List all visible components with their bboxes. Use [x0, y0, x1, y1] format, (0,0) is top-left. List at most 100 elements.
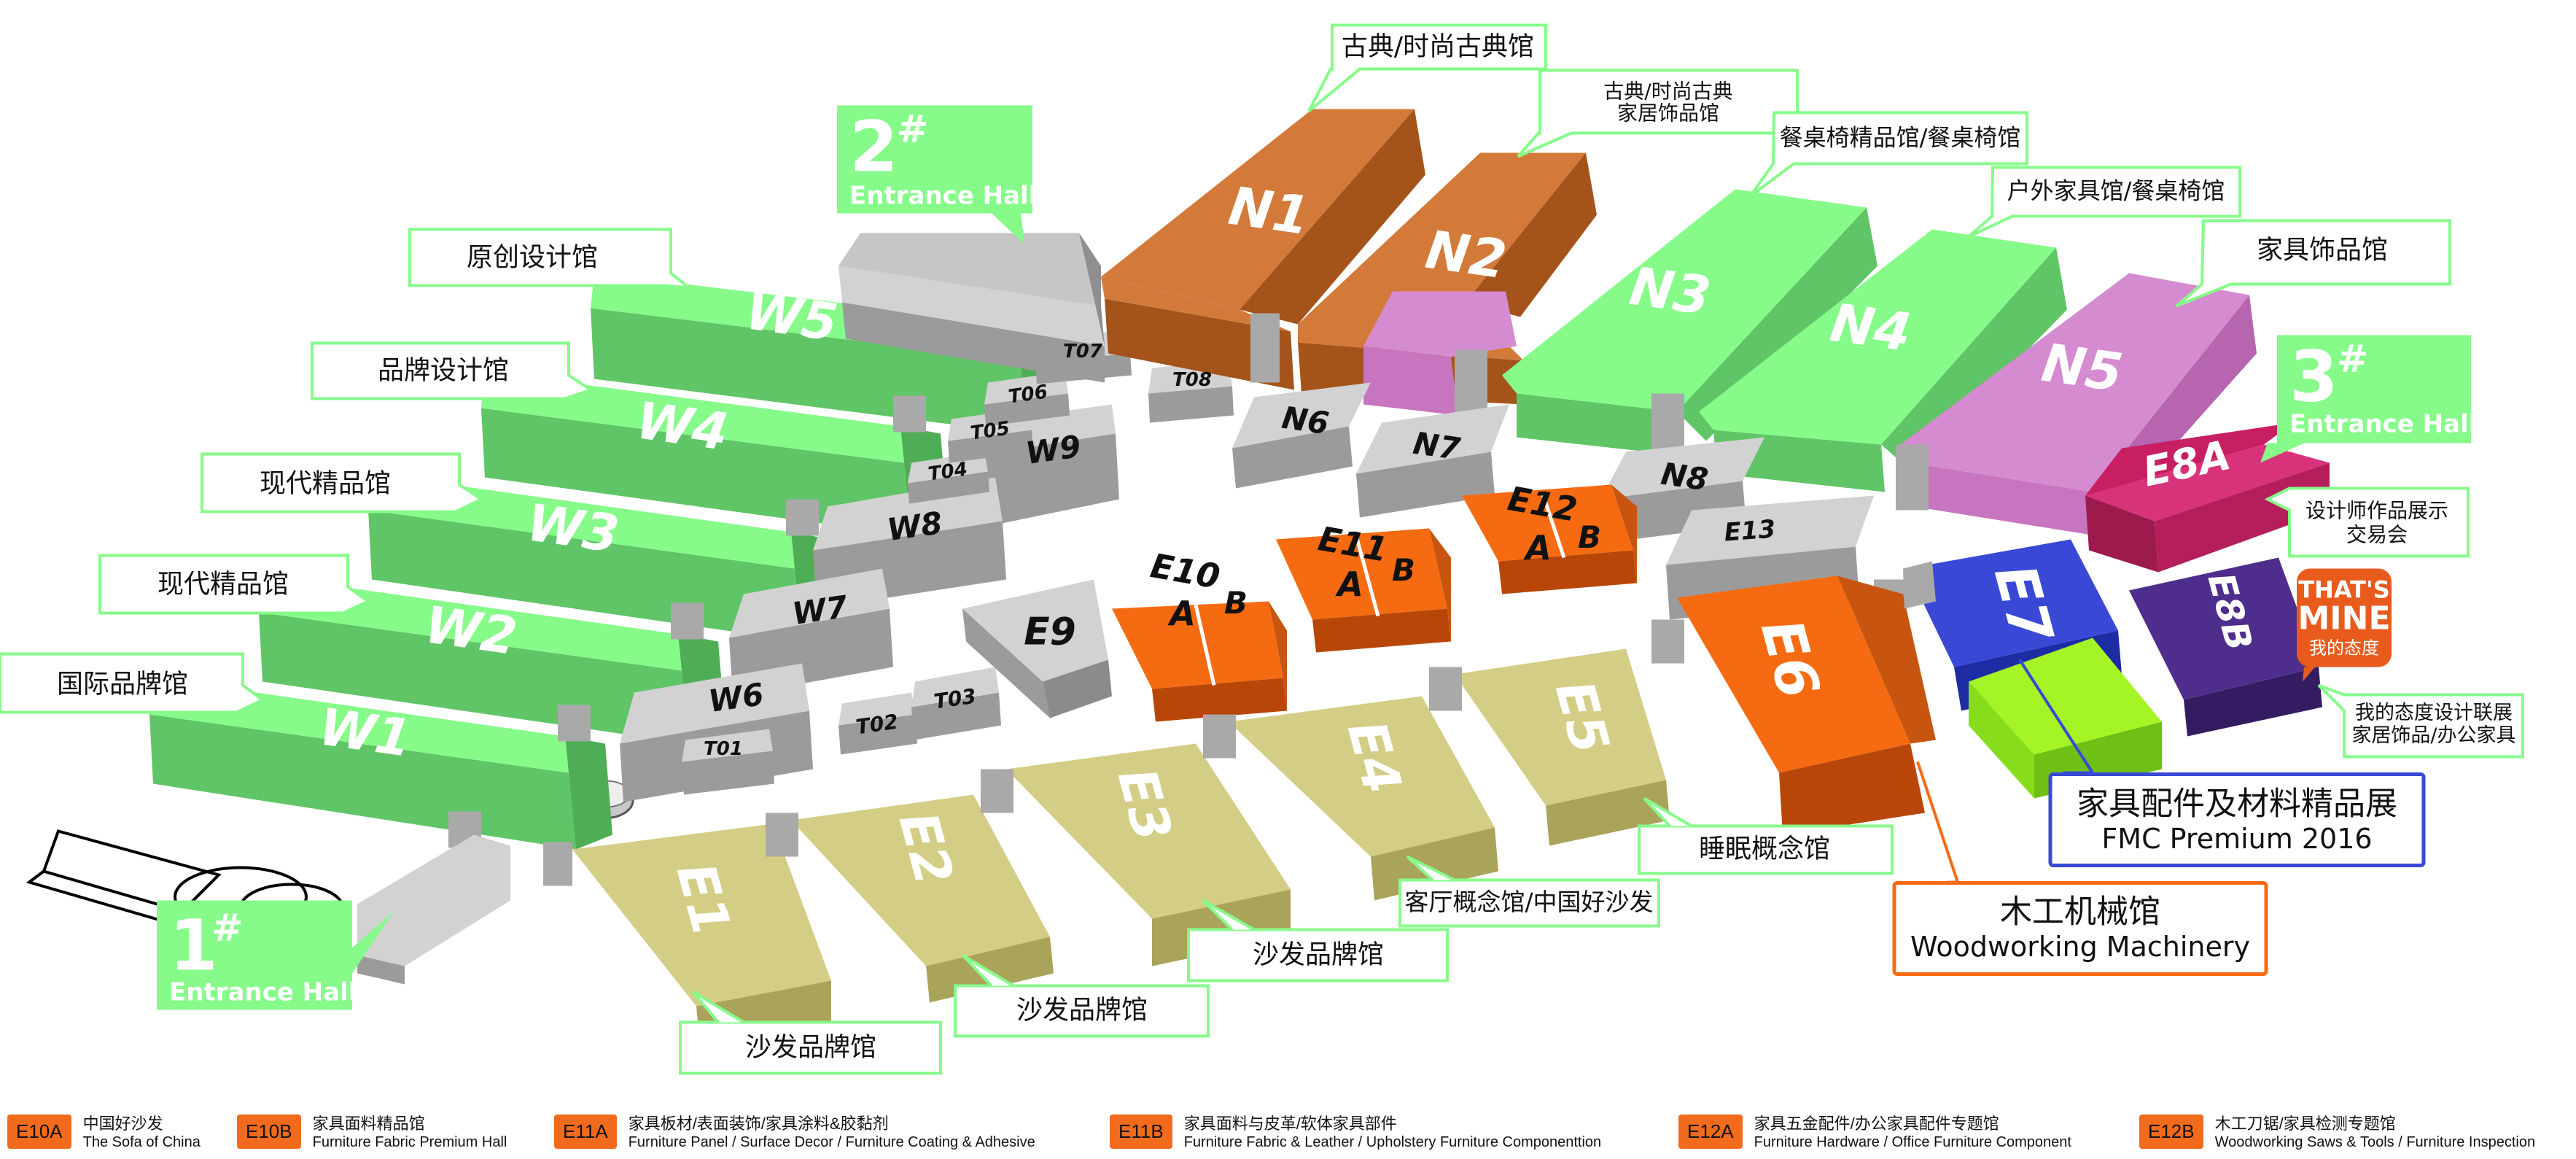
callout-jiajushipin [2175, 219, 2451, 308]
woodworking-title-cn: 木工机械馆 [2000, 894, 2160, 931]
label-w3: W3 [524, 492, 623, 565]
label-e12-a: A [1523, 528, 1552, 567]
entrance-1-building[interactable] [357, 834, 510, 985]
entrance-2-tag[interactable]: 2 # Entrance Hall [837, 105, 1037, 244]
legend-code: E12A [1678, 1115, 1743, 1149]
callout-wode [2317, 683, 2524, 759]
entrance-1-tag[interactable]: 1 # Entrance Hall [157, 900, 394, 1010]
callout-shejishi [2264, 487, 2470, 558]
legend-en: Furniture Fabric Premium Hall [312, 1134, 507, 1150]
hall-e9[interactable] [962, 579, 1112, 718]
entrance-3-building [1903, 561, 1936, 609]
callout-shejishi-text-2: 交易会 [2346, 523, 2408, 547]
callout-guoji [0, 652, 265, 714]
entrance-3-tag[interactable]: 3 # Entrance Hall [2260, 335, 2477, 463]
legend-cn: 中国好沙发 [82, 1115, 163, 1133]
thats-mine-text-1: THAT'S [2298, 576, 2390, 604]
label-e10: E10 [1148, 546, 1223, 597]
label-t02: T02 [855, 710, 900, 740]
legend-en: Woodworking Saws & Tools / Furniture Ins… [2214, 1134, 2536, 1150]
label-w4: W4 [633, 390, 732, 462]
legend-item: E10A 中国好沙发 The Sofa of China [7, 1115, 201, 1151]
hall-t01[interactable] [682, 729, 774, 795]
callout-yuanchuang [408, 228, 694, 290]
entrance-2-label: Entrance Hall [849, 182, 1037, 211]
legend-code: E11A [554, 1115, 617, 1149]
legend-cn: 木工刀锯/家具检测专题馆 [2214, 1115, 2396, 1133]
label-n4: N4 [1826, 292, 1915, 364]
hall-e3[interactable] [1006, 743, 1291, 966]
hall-n2-pink-block [1363, 291, 1517, 416]
callout-gudian-home-text-1: 古典/时尚古典 [1603, 80, 1732, 104]
legend-cn: 家具五金配件/办公家具配件专题馆 [1754, 1115, 1999, 1133]
hall-n3[interactable] [1502, 189, 1877, 456]
label-e11-a: A [1335, 565, 1363, 604]
label-t03: T03 [933, 684, 978, 714]
label-t05: T05 [969, 417, 1011, 444]
hall-n6[interactable] [1232, 382, 1371, 489]
callout-wode-text-1: 我的态度设计联展 [2355, 702, 2513, 724]
label-t06: T06 [1007, 381, 1049, 408]
label-w9: W9 [1024, 428, 1083, 471]
hall-e10[interactable] [1112, 601, 1287, 722]
callout-pinpai [311, 341, 594, 400]
thats-mine-logo: THAT'S MINE 我的态度 [2297, 568, 2392, 682]
callout-gudian-home-text-2: 家居饰品馆 [1617, 101, 1719, 125]
hall-e8b[interactable] [2129, 557, 2322, 737]
callout-huwai [1967, 166, 2241, 239]
label-e12-b: B [1578, 519, 1601, 555]
entrance-3-hash: # [2337, 338, 2369, 381]
callout-woodworking: 木工机械馆 Woodworking Machinery [1892, 761, 2268, 976]
callout-yuanchuang-text: 原创设计馆 [467, 243, 598, 273]
callout-gudian [1307, 23, 1547, 113]
callout-shuimian [1638, 796, 1894, 875]
legend-cn: 家具板材/表面装饰/家具涂料&胶黏剂 [628, 1115, 889, 1133]
label-e9: E9 [1024, 610, 1076, 654]
label-e10-b: B [1224, 585, 1248, 621]
hall-e12[interactable] [1462, 484, 1637, 594]
hall-n7[interactable] [1356, 404, 1509, 518]
label-t04: T04 [927, 458, 969, 485]
hall-e11[interactable] [1276, 528, 1451, 653]
callout-shafa2 [954, 953, 1210, 1038]
hall-t03[interactable] [911, 667, 1001, 740]
label-e10-a: A [1167, 594, 1196, 633]
callout-xiandai2-text: 现代精品馆 [157, 570, 289, 600]
legend-item: E12A 家具五金配件/办公家具配件专题馆 Furniture Hardware… [1678, 1115, 2071, 1151]
label-e11-b: B [1392, 552, 1415, 588]
callout-wode-text-2: 家居饰品/办公家具 [2351, 724, 2515, 747]
callout-fmc: 家具配件及材料精品展 FMC Premium 2016 [2018, 659, 2426, 867]
legend-cn: 家具面料与皮革/软体家具部件 [1183, 1115, 1397, 1133]
callout-huwai-text: 户外家具馆/餐桌椅馆 [2007, 177, 2225, 205]
label-t07: T07 [1063, 341, 1103, 363]
entrance-1-label: Entrance Hall [169, 978, 357, 1007]
label-n8: N8 [1659, 456, 1711, 497]
hall-n1[interactable] [1101, 109, 1425, 390]
callout-canzhuoyi [1748, 111, 2028, 198]
woodworking-title-en: Woodworking Machinery [1910, 931, 2250, 963]
legend-code: E12B [2139, 1115, 2203, 1149]
thats-mine-text-2: MINE [2297, 600, 2390, 637]
callout-xiandai2 [98, 554, 371, 615]
callout-canzhuoyi-text: 餐桌椅精品馆/餐桌椅馆 [1780, 124, 2021, 152]
hall-e6[interactable] [1677, 575, 1936, 835]
label-n2: N2 [1422, 219, 1510, 291]
label-n7: N7 [1411, 425, 1463, 468]
hall-e5[interactable] [1455, 648, 1670, 846]
hall-legend: E10A 中国好沙发 The Sofa of China E10B 家具面料精品… [0, 1109, 2576, 1159]
legend-en: Furniture Hardware / Office Furniture Co… [1754, 1134, 2071, 1150]
callout-shejishi-text-1: 设计师作品展示 [2305, 499, 2448, 523]
label-w2: W2 [421, 594, 521, 667]
hall-t02[interactable] [838, 692, 917, 755]
callout-xiandai1-text: 现代精品馆 [260, 469, 391, 499]
legend-item: E11A 家具板材/表面装饰/家具涂料&胶黏剂 Furniture Panel … [554, 1115, 1035, 1151]
legend-code: E10B [237, 1115, 301, 1149]
callout-keting-text: 客厅概念馆/中国好沙发 [1404, 888, 1653, 916]
label-t08: T08 [1172, 369, 1212, 391]
thats-mine-text-3: 我的态度 [2309, 638, 2379, 659]
entrance-1-number: 1 [169, 905, 218, 987]
connector-blocks-west [448, 395, 926, 848]
callout-keting [1398, 855, 1660, 928]
entrance-2-building[interactable] [838, 233, 1105, 383]
entrance-1-hash: # [211, 907, 244, 950]
